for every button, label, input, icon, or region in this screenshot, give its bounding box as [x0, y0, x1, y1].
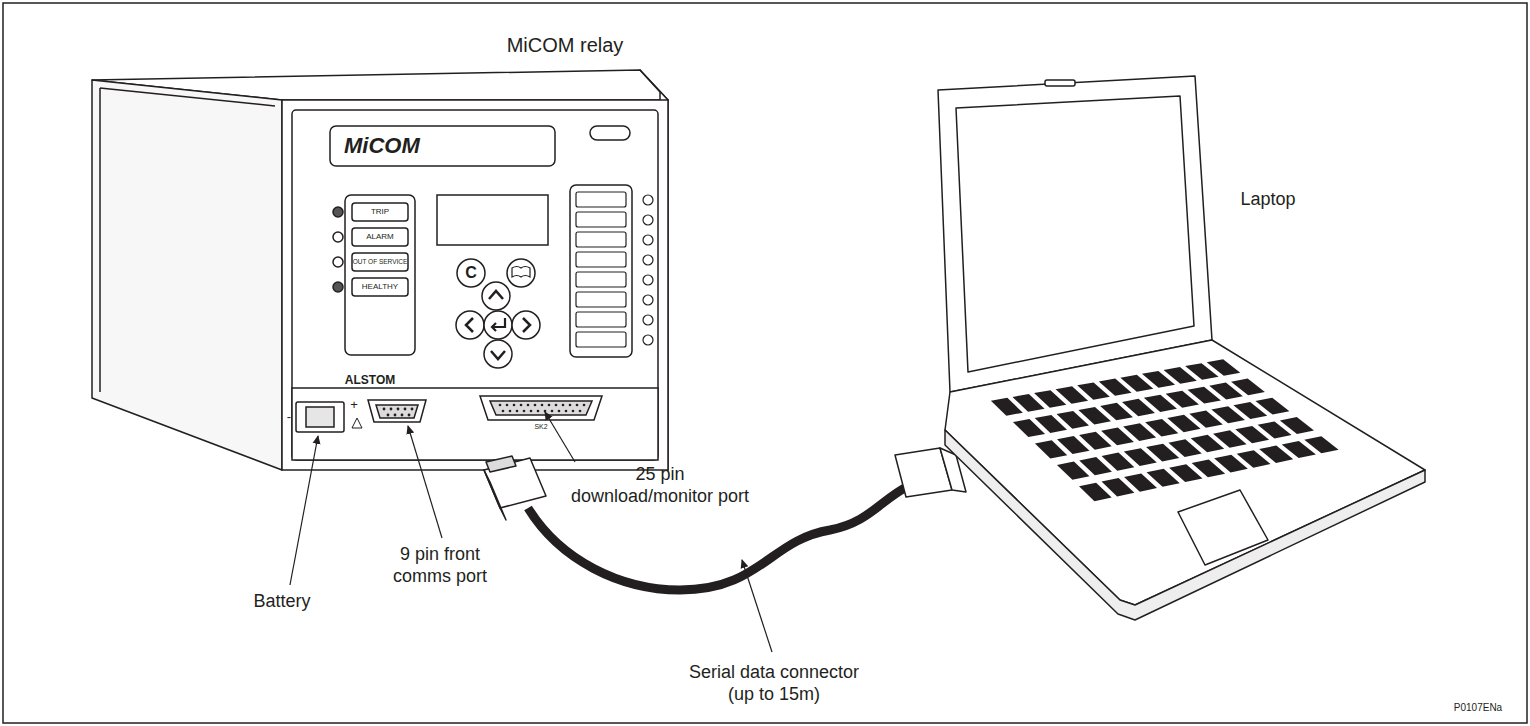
laptop [938, 76, 1425, 620]
pin [383, 408, 386, 411]
pin [534, 404, 537, 407]
pin [537, 410, 540, 413]
pin [513, 404, 516, 407]
key [1207, 359, 1241, 375]
part-name: MiCOM relay [507, 33, 624, 57]
pin [520, 404, 523, 407]
pin [516, 410, 519, 413]
pin [401, 414, 404, 417]
pin [390, 408, 393, 411]
pin [387, 414, 390, 417]
polarity-mark: - [287, 409, 291, 425]
brand-name: ALSTOM [345, 373, 395, 387]
callout-text: 25 pin download/monitor port [562, 464, 758, 507]
callout-text: Battery [253, 591, 310, 613]
pin [579, 410, 582, 413]
label-slot [576, 272, 626, 287]
brand-mark: MiCOM [344, 133, 420, 159]
label-slot [576, 332, 626, 347]
led [643, 195, 653, 205]
key [1280, 417, 1314, 434]
pin [551, 410, 554, 413]
key [1231, 379, 1265, 396]
keyboard-keys [991, 359, 1339, 501]
led [643, 255, 653, 265]
pin [583, 404, 586, 407]
pin [530, 410, 533, 413]
pin [404, 408, 407, 411]
pin [509, 410, 512, 413]
led-label: HEALTHY [362, 282, 398, 292]
leader-lines [290, 412, 772, 652]
pin [394, 414, 397, 417]
label-slots [576, 192, 653, 347]
part-name: Laptop [1240, 189, 1295, 211]
led [643, 235, 653, 245]
led [643, 335, 653, 345]
pin [562, 404, 565, 407]
label-slot [576, 192, 626, 207]
serial-cable [484, 448, 966, 590]
key [1304, 436, 1338, 453]
pin [527, 404, 530, 407]
pin [572, 410, 575, 413]
pin [506, 404, 509, 407]
led-label: ALARM [366, 232, 394, 242]
pin [541, 404, 544, 407]
label-slot [576, 212, 626, 227]
label-slot [576, 252, 626, 267]
pin [502, 410, 505, 413]
port-name: SK2 [534, 423, 547, 431]
led [643, 295, 653, 305]
key [1255, 398, 1289, 415]
pin [544, 410, 547, 413]
label-slot [576, 232, 626, 247]
label-slot [576, 312, 626, 327]
pin [558, 410, 561, 413]
pin [576, 404, 579, 407]
led [643, 315, 653, 325]
pin [397, 408, 400, 411]
frame [3, 3, 1527, 723]
label-slot [576, 292, 626, 307]
led [643, 215, 653, 225]
led-label: OUT OF SERVICE [353, 258, 408, 266]
pin [565, 410, 568, 413]
pin [499, 404, 502, 407]
pin [411, 408, 414, 411]
polarity-mark: + [350, 397, 358, 413]
relay-front [282, 100, 668, 470]
pin [569, 404, 572, 407]
figure-code: P0107ENa [1454, 702, 1502, 714]
callout-text: Serial data connector (up to 15m) [681, 662, 867, 705]
led-label: TRIP [371, 207, 389, 217]
pin [523, 410, 526, 413]
led [643, 275, 653, 285]
pin [548, 404, 551, 407]
connector-pins [383, 404, 586, 417]
relay-case [92, 70, 668, 470]
callout-text: 9 pin front comms port [370, 544, 510, 587]
pin [555, 404, 558, 407]
key-label: C [465, 263, 477, 282]
pin [408, 414, 411, 417]
